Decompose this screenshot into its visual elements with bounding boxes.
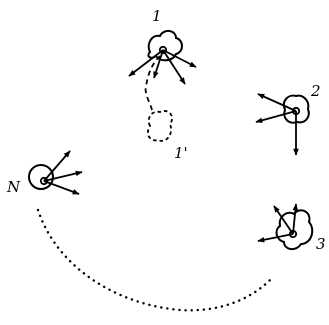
- body-n: N: [6, 151, 82, 196]
- body-n-vector: [44, 181, 79, 194]
- body-1-outline: [148, 31, 182, 60]
- body-3: 3: [258, 204, 326, 253]
- body-3-vector: [258, 234, 293, 241]
- body-1-prime-outline: [148, 111, 172, 141]
- body-2: 2: [256, 82, 321, 155]
- label-body-n: N: [6, 178, 21, 196]
- body-2-vector: [256, 111, 296, 122]
- label-body-3: 3: [316, 235, 326, 253]
- label-body-1: 1: [152, 7, 162, 25]
- body-n-outline: [29, 165, 53, 189]
- label-body-2: 2: [310, 82, 321, 100]
- body-3-vector: [293, 204, 296, 234]
- dotted-path-n-to-3: [38, 210, 272, 310]
- body-1: 1: [129, 7, 196, 84]
- body-1-prime: 1': [148, 111, 188, 162]
- label-body-1-prime: 1': [174, 144, 188, 162]
